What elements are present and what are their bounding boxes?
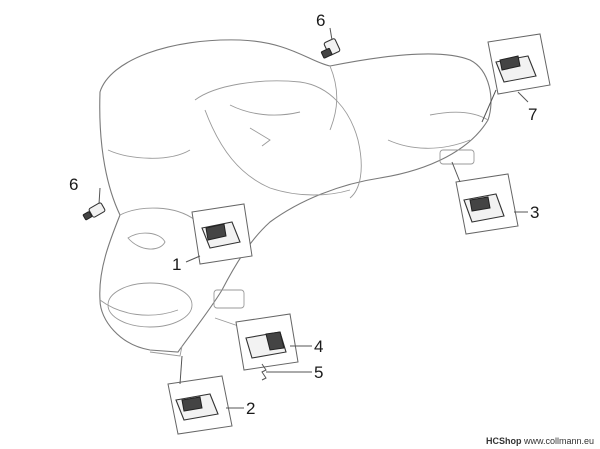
watermark-url: www.collmann.eu [523,436,594,446]
label-4: 4 [314,337,323,356]
part-3-switch [455,173,519,235]
leader-6-upper [329,27,333,41]
leader-3-to-cover [451,161,461,183]
label-5: 5 [314,363,323,382]
leader-1 [185,255,201,263]
leader-6-left [98,187,101,205]
watermark-brand: HCShop [485,436,522,446]
label-7: 7 [528,105,537,124]
label-1: 1 [172,255,181,274]
part-4-switch [235,313,299,371]
label-6-left: 6 [69,175,78,194]
part-6-left-bulb [82,202,106,221]
part-6-upper-bulb [320,38,341,59]
watermark: HCShop www.collmann.eu [486,436,594,446]
leader-7-to-cover [481,89,497,123]
part-2-switch [167,375,233,435]
label-2: 2 [246,399,255,418]
handlebar-cover [99,39,492,357]
leader-7 [517,91,529,103]
label-6-upper: 6 [316,11,325,30]
part-1-switch [191,203,253,265]
part-5-spring [261,363,267,381]
leader-2-to-cover [179,355,183,385]
part-7-switch [487,33,551,95]
label-3: 3 [530,203,539,222]
